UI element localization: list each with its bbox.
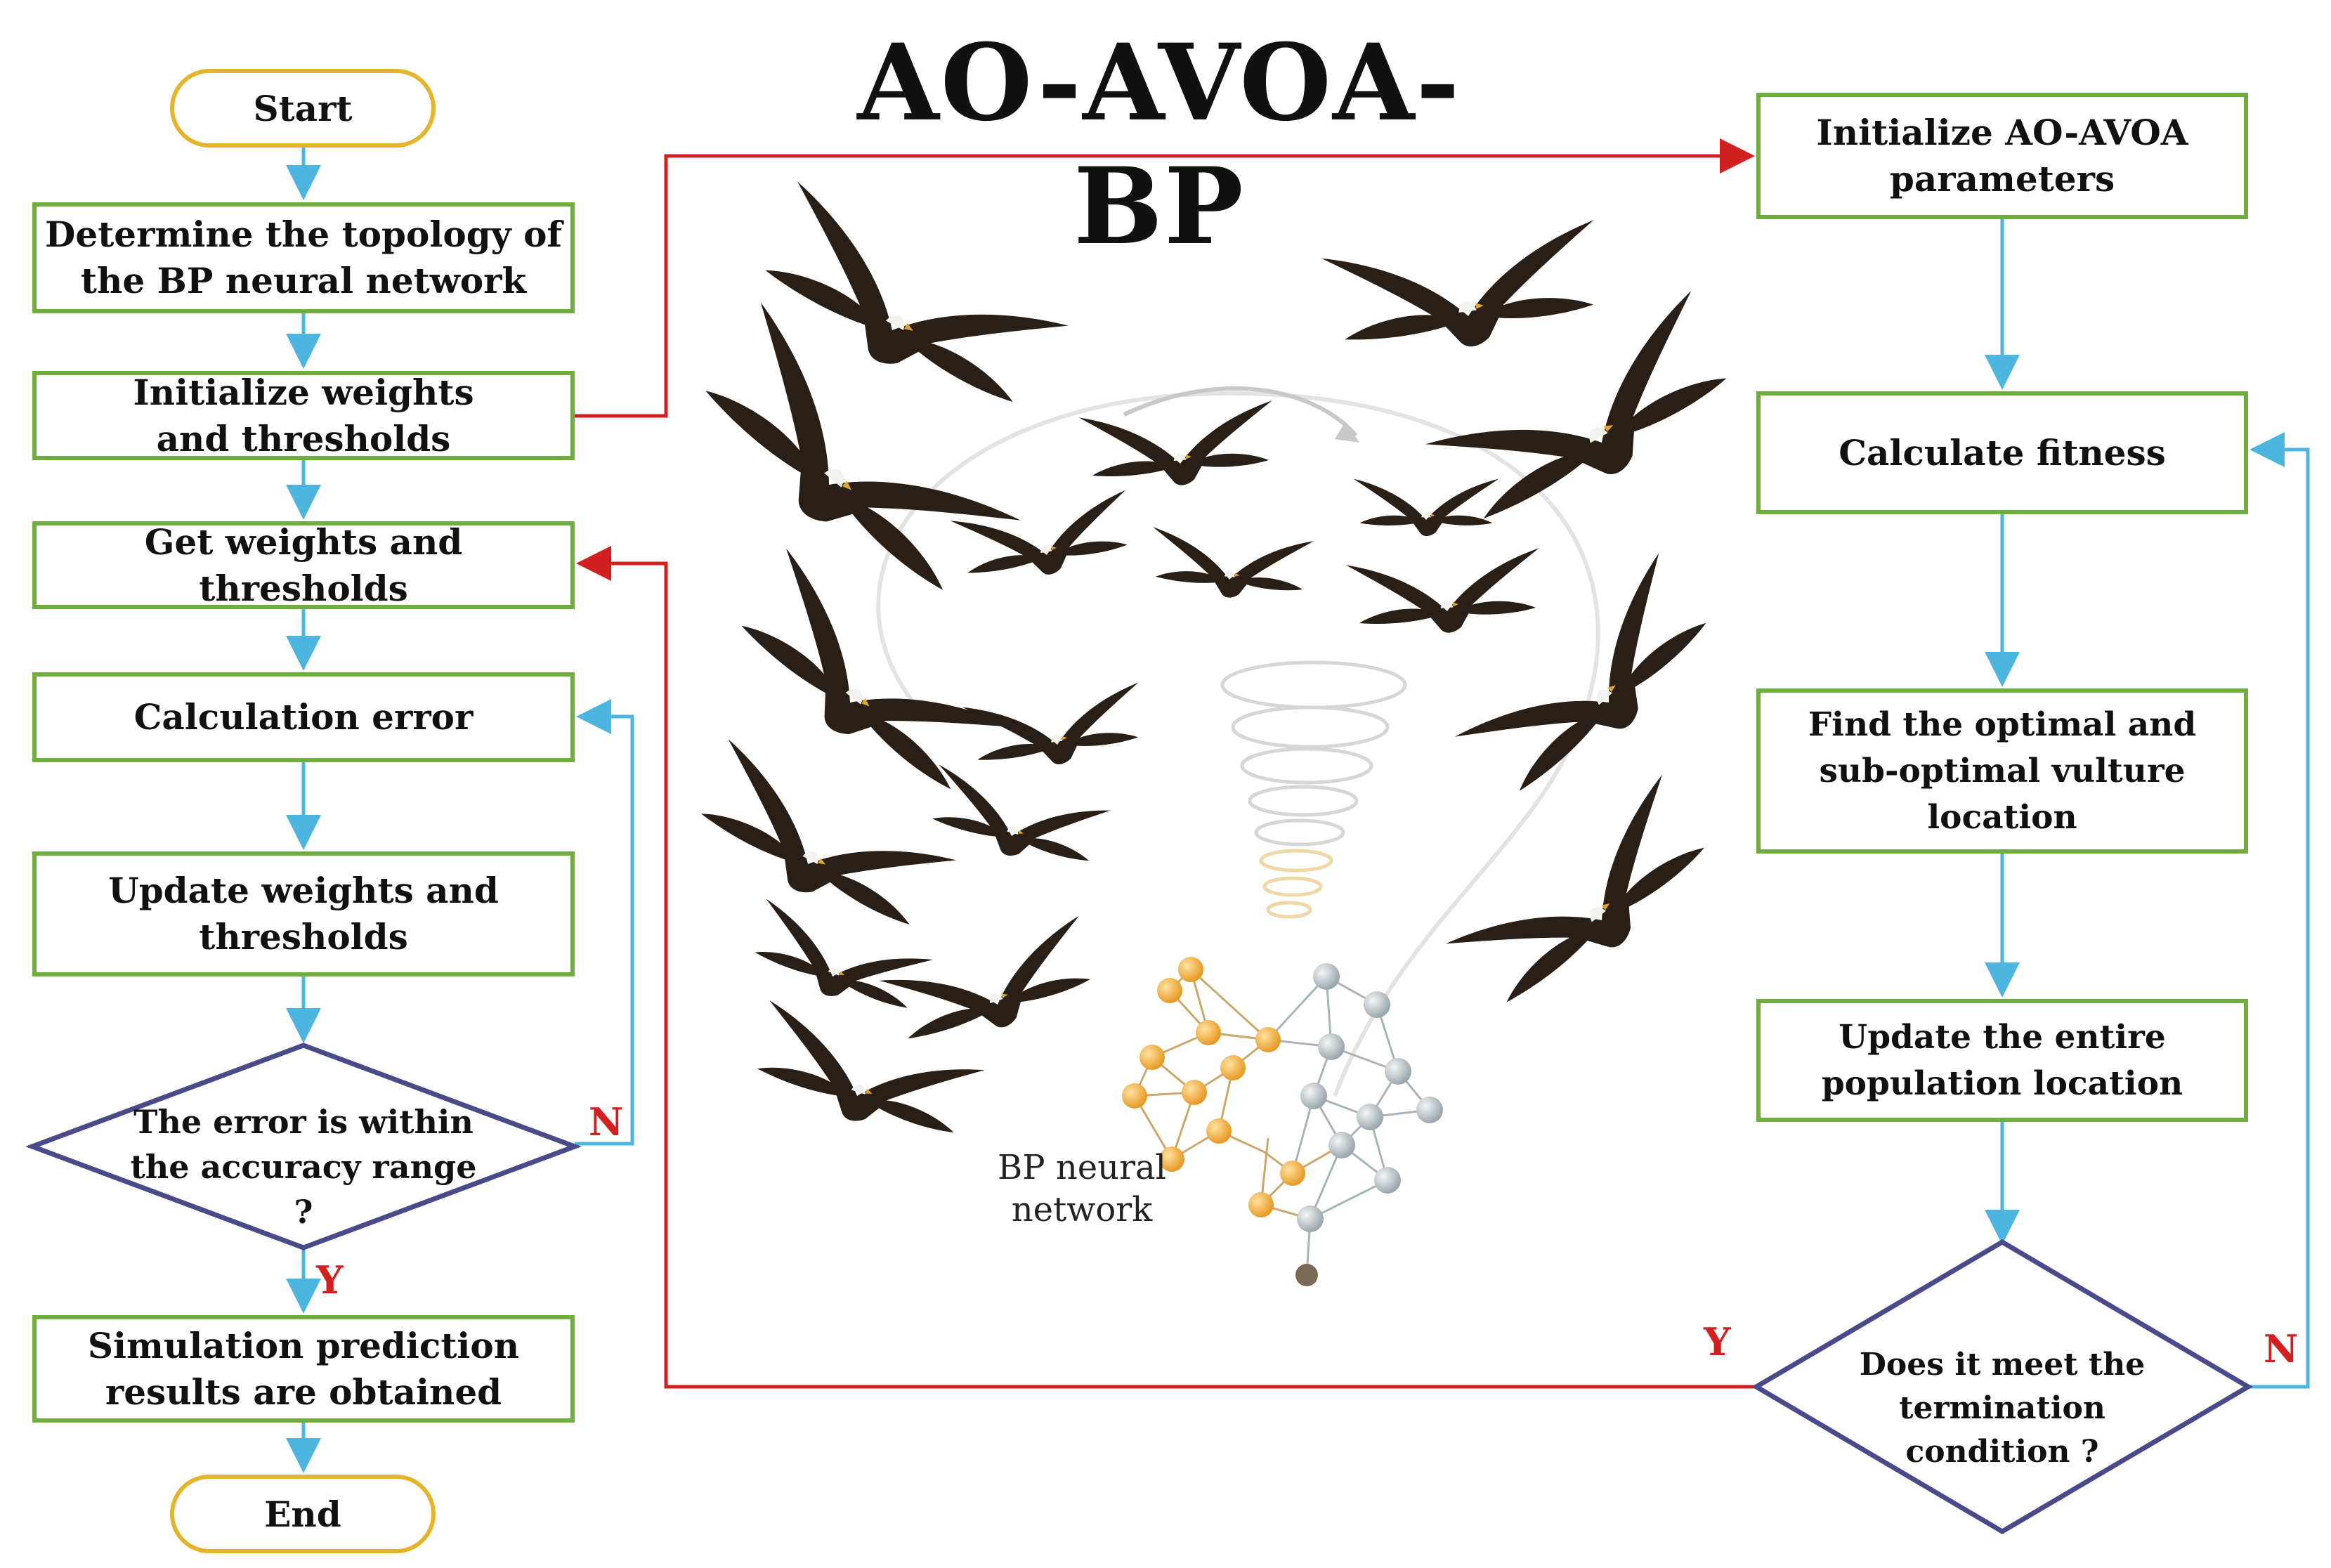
start-terminal: Start [170,69,436,148]
tornado [1220,660,1407,919]
simulation-results-step: Simulation prediction results are obtain… [32,1315,575,1423]
eagle-icon [680,738,957,950]
left-flow-arrows [286,148,634,1473]
update-weights-label: Update weights and thresholds [108,870,499,958]
init-params-label: Initialize AO-AVOA parameters [1816,112,2188,200]
decision-termination-label: Does it meet the termination condition ? [1859,1347,2146,1470]
link-arrows [575,138,1756,1389]
eagle-icon [1147,527,1314,605]
calc-error-step: Calculation error [32,672,575,762]
eagle-icon [1078,400,1279,494]
decision-termination-n-label: N [2264,1326,2299,1371]
neural-network-nodes [1122,957,1443,1286]
update-population-label: Update the entire population location [1821,1017,2183,1103]
right-flow-arrows [1985,219,2310,1389]
calc-fitness-label: Calculate fitness [1839,431,2166,473]
decision-error-diamond [25,1043,582,1250]
find-optimal-step: Find the optimal and sub-optimal vulture… [1756,688,2248,854]
end-label: End [264,1493,341,1535]
init-weights-label: Initialize weights and thresholds [133,371,474,459]
get-weights-step: Get weights and thresholds [32,521,575,609]
calc-error-label: Calculation error [133,696,474,738]
decision-termination-y-label: Y [1704,1319,1731,1364]
determine-topology-step: Determine the topology of the BP neural … [32,202,575,313]
get-weights-label: Get weights and thresholds [144,521,463,609]
decision-termination-diamond [1751,1239,2253,1535]
eagle-icon [962,682,1149,777]
illustration [674,181,1752,1286]
swirl-arrow [1123,386,1358,437]
diagram-title: AO-AVOA-BP [857,21,1461,268]
eagle-icon [742,899,934,1026]
simulation-results-label: Simulation prediction results are obtain… [87,1324,520,1413]
determine-topology-label: Determine the topology of the BP neural … [45,214,562,301]
calc-fitness-step: Calculate fitness [1756,391,2248,514]
eagle-flock [674,181,1752,1155]
neural-network-edges-gray [1267,975,1431,1276]
init-params-step: Initialize AO-AVOA parameters [1756,93,2248,219]
decision-error-y-label: Y [316,1257,344,1302]
init-weights-step: Initialize weights and thresholds [32,371,575,460]
bp-network-label: BP neural network [998,1148,1166,1229]
decision-error-n-label: N [589,1099,624,1144]
eagle-icon [1445,774,1729,1029]
update-weights-step: Update weights and thresholds [32,851,575,976]
decision-error-label: The error is within the accuracy range ? [130,1103,477,1231]
eagle-icon [920,764,1111,878]
end-terminal: End [170,1475,436,1553]
eagle-icon [879,915,1105,1059]
update-population-step: Update the entire population location [1756,999,2248,1122]
start-label: Start [253,87,353,129]
eagle-icon [1353,478,1499,537]
find-optimal-label: Find the optimal and sub-optimal vulture… [1808,705,2197,837]
eagle-icon [1345,548,1546,641]
